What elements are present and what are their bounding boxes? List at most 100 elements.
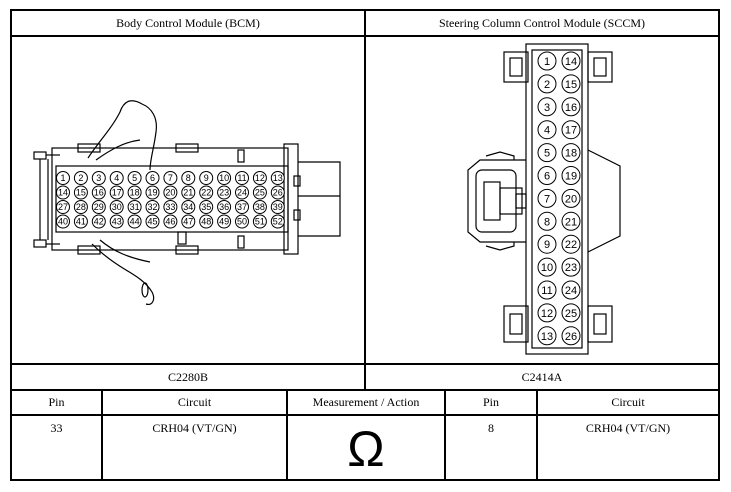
pin-24: 24	[235, 185, 249, 200]
col-header-pin-left: Pin	[48, 395, 65, 409]
pin-14: 14	[56, 185, 70, 200]
pin-label: 5	[544, 148, 550, 160]
pin-14: 14	[561, 51, 581, 71]
pin-label: 2	[544, 79, 550, 91]
pin-label: 20	[565, 193, 577, 205]
sccm-connector-id: C2414A	[521, 369, 563, 384]
pin-label: 44	[130, 217, 140, 227]
pin-label: 45	[147, 217, 157, 227]
pin-18: 18	[127, 185, 142, 200]
pin-label: 18	[130, 188, 140, 198]
divider-col-1	[101, 389, 103, 481]
divider-table-top	[10, 389, 720, 391]
pin-13: 13	[270, 171, 285, 185]
pin-29: 29	[91, 200, 106, 214]
pin-label: 11	[237, 173, 246, 183]
divider-col-2	[286, 389, 288, 481]
pin-9: 9	[199, 171, 214, 185]
pin-35: 35	[199, 200, 214, 214]
pin-36: 36	[217, 200, 232, 214]
pin-label: 16	[565, 102, 577, 114]
pin-label: 26	[565, 331, 577, 343]
pin-label: 33	[165, 202, 175, 212]
pin-23: 23	[217, 185, 232, 200]
pin-4: 4	[109, 171, 124, 185]
pin-label: 29	[94, 202, 104, 212]
pin-51: 51	[252, 214, 267, 229]
pin-44: 44	[127, 214, 142, 229]
pin-label: 52	[273, 217, 283, 227]
pin-42: 42	[91, 214, 106, 229]
pin-label: 28	[76, 202, 86, 212]
pin-label: 48	[201, 217, 211, 227]
ohm-symbol: Ω	[347, 421, 385, 477]
divider-col-3	[444, 389, 446, 481]
divider-table-header	[10, 414, 720, 416]
pin-label: 17	[112, 188, 122, 198]
pin-label: 30	[112, 202, 122, 212]
pin-1: 1	[537, 51, 557, 71]
pin-32: 32	[145, 200, 160, 214]
pin-30: 30	[109, 200, 124, 214]
pin-label: 34	[183, 202, 193, 212]
pin-label: 14	[58, 188, 68, 198]
pin-label: 1	[544, 56, 550, 68]
pin-label: 23	[565, 262, 577, 274]
pin-12: 12	[537, 303, 557, 323]
pin-7: 7	[163, 171, 178, 185]
pin-10: 10	[217, 171, 232, 185]
pin-label: 4	[114, 173, 119, 183]
pin-33: 33	[163, 200, 178, 214]
pin-label: 36	[219, 202, 229, 212]
pin-4: 4	[537, 120, 557, 140]
pin-label: 19	[147, 188, 157, 198]
pin-11: 11	[235, 171, 249, 185]
col-header-measurement: Measurement / Action	[312, 395, 420, 409]
pin-label: 8	[186, 173, 191, 183]
pin-label: 18	[565, 148, 577, 160]
pin-label: 21	[183, 188, 193, 198]
pin-20: 20	[163, 185, 178, 200]
pin-label: 32	[147, 202, 157, 212]
pin-label: 25	[255, 188, 265, 198]
pin-46: 46	[163, 214, 178, 229]
pin-label: 6	[544, 170, 550, 182]
divider-center	[364, 9, 366, 390]
pin-label: 17	[565, 125, 577, 137]
pin-16: 16	[561, 97, 581, 117]
pin-15: 15	[561, 74, 581, 94]
right-circuit-value: CRH04 (VT/GN)	[585, 421, 671, 435]
pin-17: 17	[561, 120, 581, 140]
pin-48: 48	[199, 214, 214, 229]
pin-label: 13	[273, 173, 283, 183]
pin-41: 41	[73, 214, 88, 229]
pin-16: 16	[91, 185, 106, 200]
pin-label: 20	[165, 188, 175, 198]
pin-19: 19	[145, 185, 160, 200]
pin-label: 23	[219, 188, 229, 198]
pin-23: 23	[561, 257, 581, 277]
pin-label: 8	[544, 216, 550, 228]
col-header-circuit-right: Circuit	[611, 395, 645, 409]
pin-31: 31	[127, 200, 142, 214]
pin-21: 21	[181, 185, 196, 200]
pin-52: 52	[270, 214, 285, 229]
pin-5: 5	[127, 171, 142, 185]
pin-label: 22	[565, 239, 577, 251]
pin-label: 27	[58, 202, 68, 212]
pin-22: 22	[561, 234, 581, 254]
pin-21: 21	[561, 211, 581, 231]
bcm-connector-id: C2280B	[167, 369, 208, 384]
pin-label: 11	[541, 285, 552, 297]
pin-label: 31	[130, 202, 140, 212]
pin-40: 40	[56, 214, 70, 229]
pin-19: 19	[561, 166, 581, 185]
pin-label: 49	[219, 217, 229, 227]
pin-9: 9	[537, 234, 557, 254]
pin-27: 27	[56, 200, 70, 214]
pin-label: 9	[204, 173, 209, 183]
pin-2: 2	[537, 74, 557, 94]
pin-45: 45	[145, 214, 160, 229]
pin-24: 24	[561, 280, 581, 300]
pin-6: 6	[537, 166, 557, 185]
